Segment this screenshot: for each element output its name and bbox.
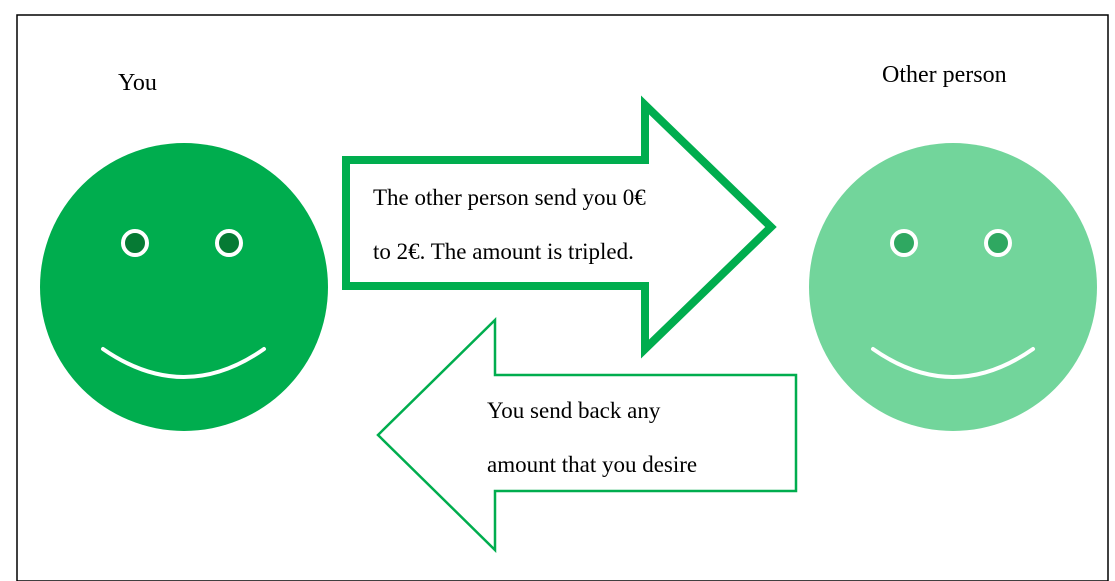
you-face-circle bbox=[40, 143, 328, 431]
you-face-icon bbox=[40, 143, 328, 431]
other-face-circle bbox=[809, 143, 1097, 431]
left-arrow-shape bbox=[376, 317, 798, 553]
you-left-eye bbox=[121, 229, 149, 257]
other-right-eye bbox=[984, 229, 1012, 257]
label-other-person: Other person bbox=[882, 62, 1007, 88]
other-person-face-icon bbox=[809, 143, 1097, 431]
other-left-eye bbox=[890, 229, 918, 257]
you-right-eye bbox=[215, 229, 243, 257]
arrow-to-you: You send back any amount that you desire bbox=[376, 317, 798, 553]
arrow-right-text-line2: to 2€. The amount is tripled. bbox=[373, 239, 634, 264]
arrow-to-other-person: The other person send you 0€ to 2€. The … bbox=[342, 95, 777, 359]
arrow-left-text-line2: amount that you desire bbox=[487, 452, 697, 477]
you-smile bbox=[101, 347, 266, 379]
right-arrow-shape bbox=[342, 95, 777, 359]
other-smile bbox=[871, 347, 1035, 379]
label-you: You bbox=[118, 70, 157, 96]
arrow-left-text-line1: You send back any bbox=[487, 398, 661, 423]
arrow-right-text-line1: The other person send you 0€ bbox=[373, 185, 646, 210]
